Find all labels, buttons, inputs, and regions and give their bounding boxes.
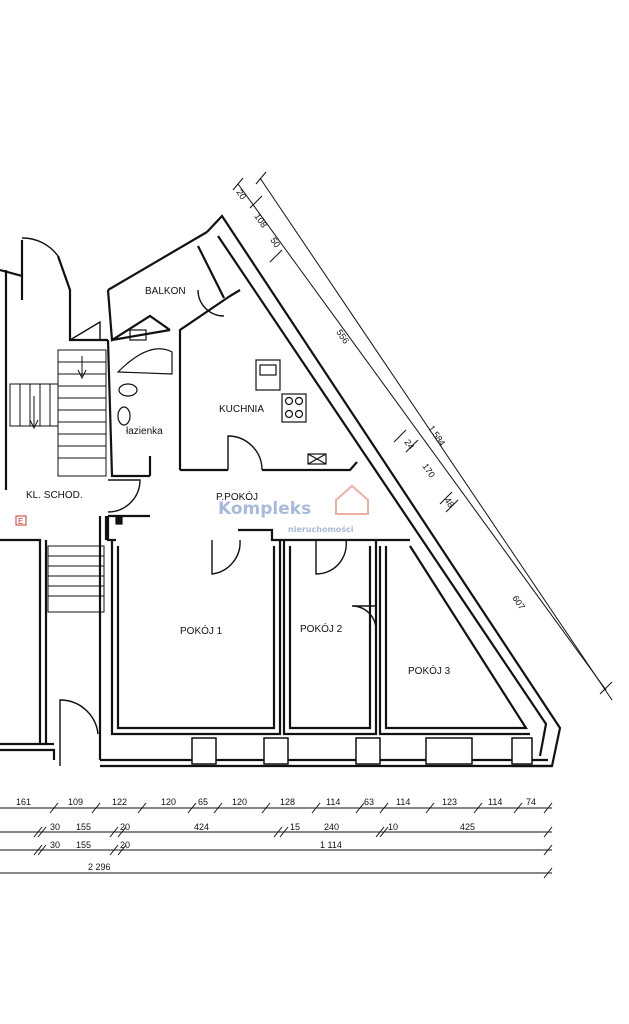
dim-row2-424: 424 (194, 822, 209, 832)
room-label-pokoj3: POKÓJ 3 (408, 664, 451, 677)
dim-row1-128: 128 (280, 797, 295, 807)
room-label-pokoj2: POKÓJ 2 (300, 622, 343, 635)
dim-row1-74: 74 (526, 797, 536, 807)
dim-row1-120b: 120 (232, 797, 247, 807)
entrance-badge-label: E (18, 517, 23, 526)
dim-row1-161: 161 (16, 797, 31, 807)
dim-diag-50: 50 (268, 236, 282, 250)
dim-row1-120: 120 (161, 797, 176, 807)
toilet-icon (117, 406, 131, 426)
dimension-row-4: 2 296 (88, 862, 111, 872)
watermark-name: Kompleks (218, 499, 311, 519)
room-label-przedpokoj: P.POKÓJ (216, 490, 258, 503)
entrance-badge (15, 515, 27, 526)
dim-row2-20: 20 (120, 822, 130, 832)
dim-diag-20: 20 (234, 188, 248, 202)
dim-diag-48: 48 (442, 496, 456, 510)
dim-row1-63: 63 (364, 797, 374, 807)
stairs-lower (47, 545, 105, 613)
dim-row2-10: 10 (388, 822, 398, 832)
dim-diag-170: 170 (420, 462, 437, 480)
dim-row1-114b: 114 (396, 797, 410, 807)
windows (191, 737, 533, 765)
dim-row2-155: 155 (76, 822, 91, 832)
dim-row2-425: 425 (460, 822, 475, 832)
dim-diag-607: 607 (510, 594, 527, 612)
dimension-row-1: 161 109 122 120 65 120 128 114 63 114 12… (16, 797, 536, 807)
room-label-klatka: KL. SCHOD. (26, 490, 83, 501)
dim-row2-30: 30 (50, 822, 60, 832)
watermark-tagline: nieruchomości (288, 524, 354, 534)
dim-row3-155: 155 (76, 840, 91, 850)
dim-row4-2296: 2 296 (88, 862, 111, 872)
dim-row2-15: 15 (290, 822, 300, 832)
dim-row1-123: 123 (442, 797, 457, 807)
dim-row1-114: 114 (326, 797, 340, 807)
washbasin-icon (118, 383, 138, 397)
dim-row3-1114: 1 114 (320, 840, 342, 850)
dim-row2-240: 240 (324, 822, 339, 832)
dim-row1-109: 109 (68, 797, 83, 807)
room-label-lazienka: łazienka (126, 426, 163, 437)
dim-row1-114c: 114 (488, 797, 502, 807)
stove-icon (281, 393, 307, 423)
stairs-upper (9, 349, 107, 477)
dimension-row-3: 30 155 20 1 114 (50, 840, 342, 850)
watermark-logo: Kompleks nieruchomości (218, 484, 369, 534)
dim-diag-108: 108 (252, 212, 269, 230)
dim-row1-65: 65 (198, 797, 208, 807)
diagonal-dimension-lines (232, 171, 613, 701)
boiler-icon (307, 453, 327, 465)
sink-icon (255, 359, 281, 391)
room-label-pokoj1: POKÓJ 1 (180, 624, 223, 637)
fixtures (115, 329, 327, 525)
doors (21, 237, 377, 766)
dim-row3-20: 20 (120, 840, 130, 850)
dim-row1-122: 122 (112, 797, 127, 807)
dim-diag-1584: 1 584 (426, 424, 447, 448)
bottom-dimension-lines (0, 802, 553, 879)
dim-row3-30: 30 (50, 840, 60, 850)
room-label-kuchnia: KUCHNIA (219, 404, 264, 415)
bathtub-icon (116, 348, 173, 375)
dimension-row-2: 30 155 20 424 15 240 10 425 (50, 822, 475, 832)
dim-diag-556: 556 (334, 328, 351, 346)
room-label-balkon: BALKON (145, 286, 186, 297)
walls (0, 214, 562, 768)
dim-diag-24: 24 (402, 438, 416, 452)
